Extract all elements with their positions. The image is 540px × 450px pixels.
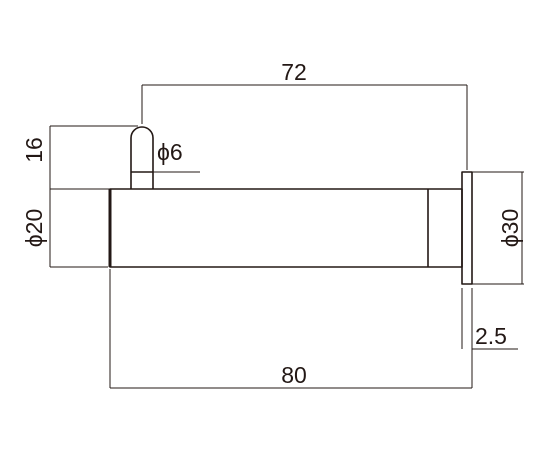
dimension-2-5-label: 2.5 <box>475 323 507 349</box>
dimension-phi20: ϕ20 <box>21 189 108 268</box>
dimension-80: 80 <box>109 269 473 389</box>
pin <box>130 126 154 189</box>
body-cylinder <box>109 188 463 268</box>
dimension-phi30: ϕ30 <box>472 171 524 285</box>
dimension-72: 72 <box>141 59 468 170</box>
flange <box>461 171 473 285</box>
dimension-72-label: 72 <box>281 59 307 85</box>
door-stop-outline <box>108 126 473 285</box>
dimension-phi6: ϕ6 <box>153 139 200 173</box>
dimension-phi20-label: ϕ20 <box>21 209 47 247</box>
dimension-16: 16 <box>21 125 138 190</box>
dimension-80-label: 80 <box>281 362 307 388</box>
dimension-phi30-label: ϕ30 <box>497 209 523 247</box>
dimension-phi6-label: ϕ6 <box>157 139 183 165</box>
dimension-16-label: 16 <box>21 137 47 163</box>
dimension-2-5: 2.5 <box>461 288 518 350</box>
